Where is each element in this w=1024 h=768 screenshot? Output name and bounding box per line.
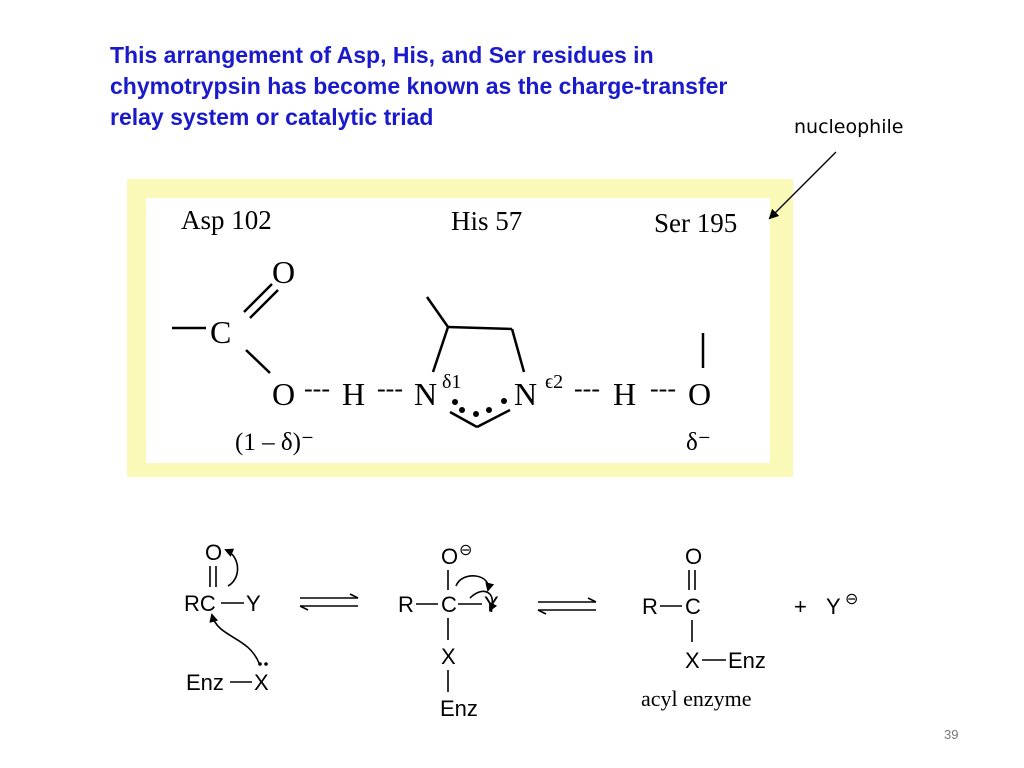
s2-curved-arrow-leave bbox=[469, 590, 498, 612]
ring-bond-bottom-left bbox=[449, 410, 478, 429]
s1-curved-arrow-attack bbox=[209, 613, 260, 664]
atom-h-1: H bbox=[342, 376, 365, 412]
residue-label-asp: Asp 102 bbox=[181, 205, 272, 235]
residue-label-ser: Ser 195 bbox=[654, 208, 737, 238]
atom-c: C bbox=[210, 314, 231, 350]
c-o-single-bond bbox=[245, 349, 271, 374]
ring-bond-right bbox=[510, 328, 526, 373]
s2-atom-x: X bbox=[441, 644, 456, 669]
atom-n-epsilon2-label: ϵ2 bbox=[545, 371, 563, 393]
title-line-3: relay system or catalytic triad bbox=[110, 104, 434, 130]
s2-curved-arrow-reform bbox=[455, 575, 495, 592]
s1-atom-x: X bbox=[254, 670, 269, 695]
atom-h-2: H bbox=[613, 376, 636, 412]
title-line-2: chymotrypsin has become known as the cha… bbox=[110, 73, 728, 99]
s1-curved-arrow-pi bbox=[224, 548, 239, 587]
nucleophile-pointer-arrow bbox=[768, 151, 837, 220]
slide-number: 39 bbox=[944, 727, 959, 742]
s3-atom-c: C bbox=[685, 594, 701, 619]
equilibrium-arrow-1 bbox=[299, 593, 359, 611]
atom-o-carbonyl: O bbox=[272, 254, 295, 290]
s2-atom-r: R bbox=[398, 592, 414, 617]
s1-atom-y: Y bbox=[246, 591, 261, 616]
leaving-group-charge: ⊖ bbox=[845, 591, 858, 608]
s3-atom-r: R bbox=[642, 594, 658, 619]
atom-n-delta1: N bbox=[414, 376, 437, 412]
atom-n-delta1-label: δ1 bbox=[442, 371, 461, 393]
residue-label-his: His 57 bbox=[451, 206, 522, 236]
s1-atom-enz: Enz bbox=[186, 670, 224, 695]
s3-atom-o: O bbox=[685, 544, 702, 569]
s2-atom-enz: Enz bbox=[440, 696, 478, 721]
nucleophile-label: nucleophile bbox=[794, 116, 904, 138]
ring-delocalization-dots bbox=[452, 398, 507, 417]
s3-atom-enz: Enz bbox=[728, 648, 766, 673]
double-bond-line-b bbox=[249, 289, 279, 319]
partial-charge-asp: (1 – δ)⁻ bbox=[235, 429, 314, 456]
acyl-enzyme-caption: acyl enzyme bbox=[641, 686, 752, 711]
s2-atom-c: C bbox=[441, 592, 457, 617]
s2-atom-o: O bbox=[441, 544, 458, 569]
hbond-2: --- bbox=[377, 374, 403, 403]
s1-atom-rc: RC bbox=[184, 591, 216, 616]
s1-atom-o: O bbox=[205, 540, 222, 565]
hbond-3: --- bbox=[574, 374, 600, 403]
ring-bond-top bbox=[447, 325, 513, 331]
leaving-group-y: Y bbox=[826, 594, 841, 619]
his-side-chain-bond bbox=[425, 296, 450, 328]
atom-o-ser: O bbox=[688, 376, 711, 412]
ring-bond-left bbox=[431, 326, 450, 373]
ring-bond-bottom-right bbox=[476, 408, 511, 429]
slide-title: This arrangement of Asp, His, and Ser re… bbox=[110, 40, 910, 133]
hbond-4: --- bbox=[650, 374, 676, 403]
catalytic-triad-inner bbox=[146, 198, 770, 463]
mechanism-scheme: O RC Y Enz X O ⊖ R C Y X bbox=[184, 540, 858, 721]
plus-sign: + bbox=[794, 594, 807, 619]
atom-n-epsilon2: N bbox=[514, 376, 537, 412]
double-bond-line-a bbox=[243, 283, 273, 313]
s2-o-charge: ⊖ bbox=[459, 542, 472, 559]
atom-o-asp: O bbox=[272, 376, 295, 412]
s3-atom-x: X bbox=[685, 648, 700, 673]
triad-structure: Asp 102 His 57 Ser 195 O C O --- H --- N… bbox=[172, 205, 737, 456]
hbond-1: --- bbox=[304, 374, 330, 403]
equilibrium-arrow-2 bbox=[537, 597, 597, 615]
partial-charge-ser: δ⁻ bbox=[686, 429, 711, 456]
s1-lone-pair-dots bbox=[258, 662, 268, 666]
title-line-1: This arrangement of Asp, His, and Ser re… bbox=[110, 42, 654, 68]
